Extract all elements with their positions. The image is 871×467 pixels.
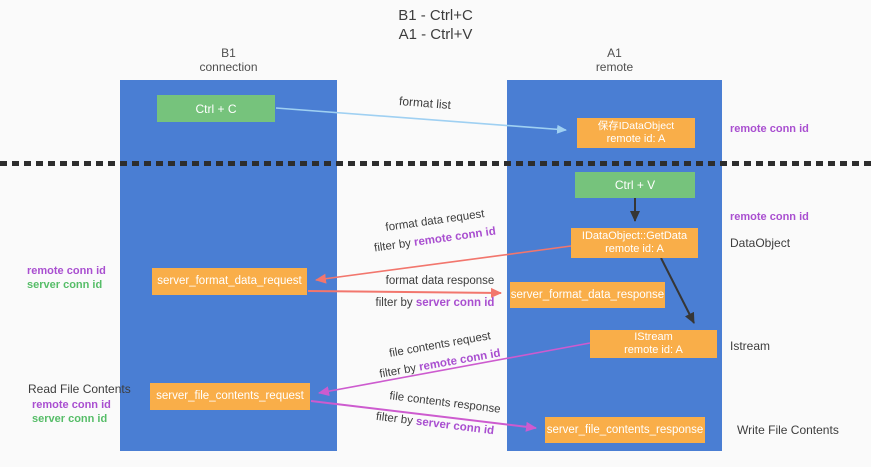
filter-key-server-conn-id: server conn id (415, 415, 495, 438)
annotation-file-remote-conn-id: remote conn id (32, 399, 111, 411)
node-server-format-data-response: server_format_data_response (510, 282, 665, 308)
lane-a1-role: remote (595, 60, 634, 74)
annotation-remote-conn-id-mid: remote conn id (730, 211, 809, 223)
node-save-idataobject-line1: 保存IDataObject (597, 120, 675, 132)
lane-header-a1: A1 remote (507, 46, 722, 74)
node-server-file-contents-request-label: server_file_contents_request (156, 390, 304, 402)
node-idataobject-getdata: IDataObject::GetData remote id: A (571, 228, 698, 258)
node-server-format-data-request: server_format_data_request (152, 268, 307, 295)
node-istream-line1: IStream (634, 331, 673, 343)
node-ctrl-v: Ctrl + V (575, 172, 695, 198)
annotation-write-file-contents: Write File Contents (737, 423, 839, 437)
edge-label-format-data-response: format data response (385, 275, 495, 287)
filter-key-remote-conn-id: remote conn id (413, 225, 497, 249)
node-ctrl-v-label: Ctrl + V (614, 178, 656, 192)
lane-b1-name: B1 (221, 46, 236, 60)
edge-label-format-data-response-filter: filter by server conn id (365, 297, 505, 309)
lane-header-b1: B1 connection (120, 46, 337, 74)
node-ctrl-c-label: Ctrl + C (195, 101, 237, 116)
node-server-file-contents-request: server_file_contents_request (150, 383, 310, 410)
lane-a1-name: A1 (607, 46, 622, 60)
title-line-2: A1 - Ctrl+V (398, 26, 473, 43)
filter-by-prefix: filter by (375, 410, 417, 428)
annotation-file-server-conn-id: server conn id (32, 413, 108, 425)
annotation-read-file-contents: Read File Contents (28, 382, 131, 396)
node-server-file-contents-response: server_file_contents_response (545, 417, 705, 443)
filter-by-prefix: filter by (373, 236, 415, 255)
node-idataobject-getdata-line2: remote id: A (605, 243, 664, 255)
annotation-remote-conn-id-top: remote conn id (730, 123, 809, 135)
node-istream-line2: remote id: A (624, 344, 683, 356)
node-idataobject-getdata-line1: IDataObject::GetData (581, 230, 688, 242)
node-server-file-contents-response-label: server_file_contents_response (546, 423, 704, 436)
annotation-format-remote-conn-id: remote conn id (27, 265, 106, 277)
annotation-dataobject: DataObject (730, 236, 791, 250)
annotation-istream: Istream (730, 339, 771, 353)
node-ctrl-c: Ctrl + C (157, 95, 275, 122)
filter-key-server-conn-id: server conn id (415, 297, 495, 309)
node-server-format-data-request-label: server_format_data_request (157, 275, 302, 287)
edge-label-format-list: format list (398, 93, 452, 113)
filter-by-prefix: filter by (378, 361, 421, 381)
node-istream: IStream remote id: A (590, 330, 717, 358)
annotation-format-server-conn-id: server conn id (27, 279, 103, 291)
diagram-title: B1 - Ctrl+C A1 - Ctrl+V (0, 6, 871, 44)
title-line-1: B1 - Ctrl+C (398, 7, 473, 24)
node-save-idataobject: 保存IDataObject remote id: A (577, 118, 695, 148)
lane-b1-role: connection (199, 60, 258, 74)
node-save-idataobject-line2: remote id: A (606, 133, 666, 145)
node-server-format-data-response-label: server_format_data_response (510, 288, 665, 301)
filter-by-prefix: filter by (375, 297, 416, 309)
clipboard-boundary-divider (0, 161, 871, 166)
